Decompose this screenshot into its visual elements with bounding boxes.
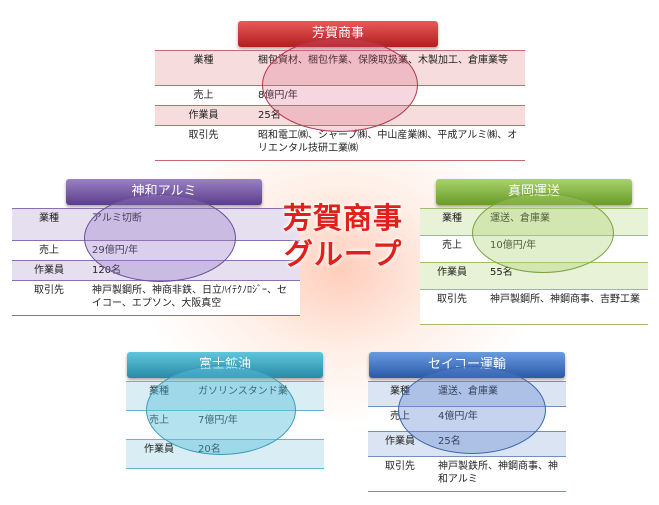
row-label: 業種 <box>155 50 252 86</box>
row-label: 売上 <box>12 240 86 261</box>
row-label: 取引先 <box>12 280 86 316</box>
highlight-oval <box>146 365 296 455</box>
row-label: 取引先 <box>420 289 484 325</box>
highlight-oval <box>84 194 236 282</box>
row-value: 神戸製鋼所、神鋼商事、吉野工業 <box>484 289 648 325</box>
group-title-line2: グループ <box>283 237 403 271</box>
row-value: 昭和電工㈱、シャープ㈱、中山産業㈱、平成アルミ㈱、オリエンタル技研工業㈱ <box>252 125 525 161</box>
row-label: 作業員 <box>420 262 484 290</box>
row-label: 作業員 <box>155 105 252 126</box>
row-label: 作業員 <box>12 260 86 281</box>
table-row: 取引先 神戸製鉄所、神鋼商事、神和アルミ <box>368 456 566 492</box>
highlight-oval <box>262 38 418 132</box>
highlight-oval <box>472 193 614 273</box>
company-haga-table: 業種 梱包資材、梱包作業、保険取扱業、木製加工、倉庫業等 売上 8億円/年 作業… <box>155 50 525 161</box>
row-label: 売上 <box>155 85 252 106</box>
highlight-oval <box>398 366 546 454</box>
table-row: 取引先 昭和電工㈱、シャープ㈱、中山産業㈱、平成アルミ㈱、オリエンタル技研工業㈱ <box>155 125 525 161</box>
company-haga-name: 芳賀商事 <box>238 21 438 47</box>
group-title-line1: 芳賀商事 <box>282 201 403 235</box>
table-row: 取引先 神戸製鋼所、神商非鉄、日立ﾊｲﾃｸﾉﾛｼﾞｰ、セイコー、エプソン、大阪真… <box>12 280 300 316</box>
row-label: 業種 <box>12 208 86 241</box>
group-title: 芳賀商事 グループ <box>268 200 418 272</box>
row-label: 作業員 <box>126 439 192 469</box>
row-value: 神戸製鋼所、神商非鉄、日立ﾊｲﾃｸﾉﾛｼﾞｰ、セイコー、エプソン、大阪真空 <box>86 280 300 316</box>
row-label: 取引先 <box>155 125 252 161</box>
row-value: 神戸製鉄所、神鋼商事、神和アルミ <box>432 456 566 492</box>
row-label: 取引先 <box>368 456 432 492</box>
table-row: 取引先 神戸製鋼所、神鋼商事、吉野工業 <box>420 289 648 325</box>
